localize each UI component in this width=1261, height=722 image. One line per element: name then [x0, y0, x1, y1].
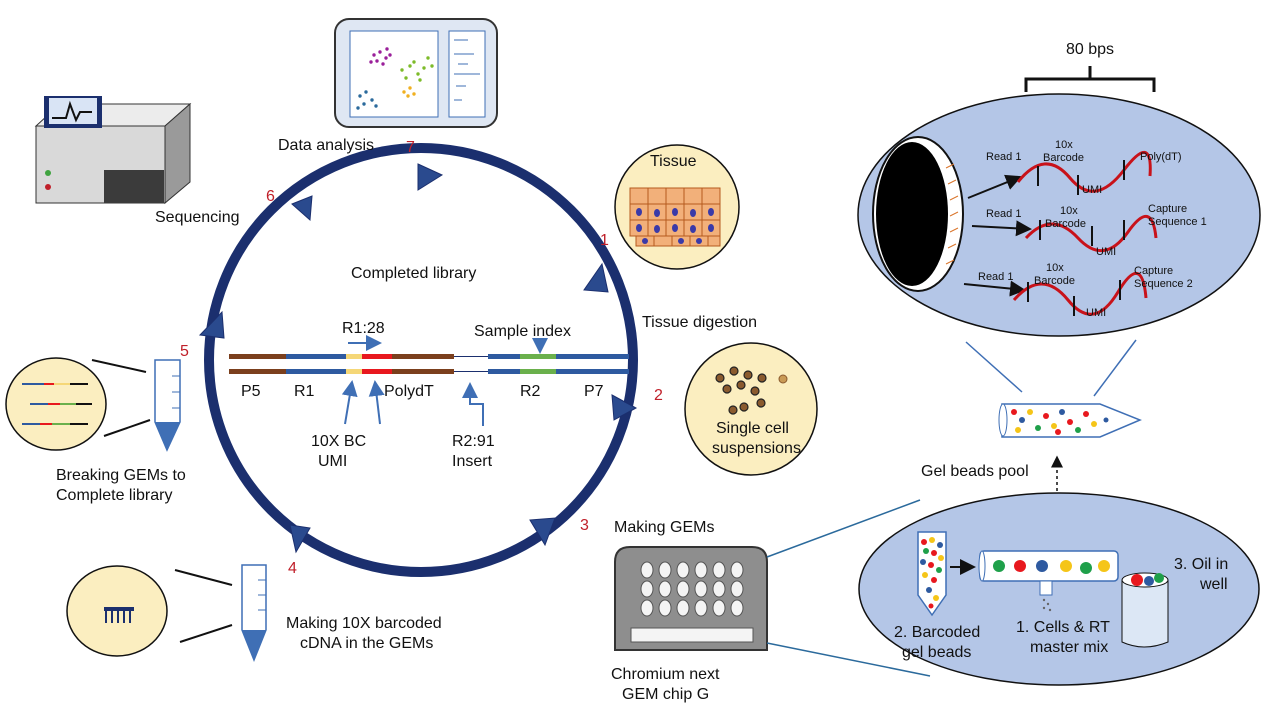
gel-bead-detail: 80 bps Read 1 10x Barcode UMI Poly(dT) — [857, 41, 1261, 337]
oligo-3-capture-line-1: Capture — [1134, 265, 1173, 277]
insert-label: R2:91 Insert — [452, 433, 499, 470]
barcode-umi-label: 10X BC UMI — [311, 433, 371, 470]
r1-length-label: R1:28 — [342, 320, 385, 337]
library-top-strand — [229, 354, 629, 359]
oligo-1-umi: UMI — [1082, 184, 1102, 196]
data-analysis-illustration — [334, 18, 498, 128]
oligo-2-barcode-line-2: Barcode — [1045, 218, 1086, 230]
cells-line-2: master mix — [1030, 639, 1108, 656]
gel-beads-pool-label: Gel beads pool — [921, 463, 1029, 480]
cycle-arrowhead — [291, 195, 313, 222]
step-number-3: 3 — [580, 517, 589, 534]
bc-line: 10X BC — [311, 433, 366, 450]
oligo-3-barcode-line-1: 10x — [1046, 262, 1064, 274]
chromium-chip — [614, 546, 768, 651]
umi-line: UMI — [318, 453, 347, 470]
oligo-3-read: Read 1 — [978, 271, 1013, 283]
oil-line-1: 3. Oil in — [1174, 556, 1228, 573]
single-cell-line-1: Single cell — [716, 420, 789, 437]
cycle-arrowhead — [198, 310, 225, 339]
cdna-line-2: cDNA in the GEMs — [300, 635, 433, 652]
sample-index-label: Sample index — [474, 323, 571, 340]
cycle-arrowhead — [529, 517, 556, 547]
segment-p5: P5 — [241, 383, 261, 400]
oligo-1-barcode: 10x Barcode — [1043, 139, 1084, 164]
oligo-1-read: Read 1 — [986, 151, 1021, 163]
step-number-5: 5 — [180, 343, 189, 360]
cdna-label: Making 10X barcoded cDNA in the GEMs — [286, 615, 446, 652]
step-number-6: 6 — [266, 188, 275, 205]
barcoded-beads-label: 2. Barcoded gel beads — [894, 624, 985, 661]
data-analysis-label: Data analysis — [278, 137, 374, 154]
step-number-4: 4 — [288, 560, 297, 577]
breaking-gems-illustration — [5, 357, 181, 452]
oligo-capture-2: Read 1 10x Barcode UMI Capture Sequence … — [963, 262, 1193, 319]
oligo-2-read: Read 1 — [986, 208, 1021, 220]
oligo-3-capture-line-2: Sequence 2 — [1134, 278, 1193, 290]
chip-line-1: Chromium next — [611, 666, 720, 683]
step-number-1: 1 — [600, 232, 609, 249]
cdna-gem-illustration — [66, 564, 267, 663]
tissue-label: Tissue — [650, 153, 697, 170]
oil-line-2: well — [1199, 576, 1228, 593]
oligo-2-capture-line-2: Sequence 1 — [1148, 216, 1207, 228]
oil-label: 3. Oil in well — [1174, 556, 1233, 593]
single-cell-label: Single cell suspensions — [712, 420, 801, 457]
step-number-2: 2 — [654, 387, 663, 404]
insert-line: Insert — [452, 453, 493, 470]
breaking-line-1: Breaking GEMs to — [56, 467, 186, 484]
oligo-capture-1: Read 1 10x Barcode UMI Capture Sequence … — [971, 203, 1207, 258]
cycle-arrowhead — [289, 524, 311, 554]
library-bottom-strand — [229, 369, 629, 374]
completed-library: Completed library R1:28 Sample index — [229, 265, 629, 470]
oligo-1-capture: Poly(dT) — [1140, 151, 1182, 163]
oligo-3-umi: UMI — [1086, 307, 1106, 319]
chip-label: Chromium next GEM chip G — [611, 666, 724, 703]
oligo-polydt: Read 1 10x Barcode UMI Poly(dT) — [967, 139, 1182, 199]
oligo-2-barcode: 10x Barcode — [1045, 205, 1086, 230]
tissue-illustration: Tissue — [614, 144, 740, 270]
beads-line-2: gel beads — [902, 644, 971, 661]
sequencer-illustration — [34, 96, 192, 205]
segment-r2: R2 — [520, 383, 541, 400]
workflow-cycle — [198, 143, 638, 577]
segment-polydt: PolydT — [384, 383, 434, 400]
making-gems-label: Making GEMs — [614, 519, 714, 536]
scale-label: 80 bps — [1066, 41, 1114, 58]
breaking-gems-label: Breaking GEMs to Complete library — [56, 467, 190, 504]
segment-p7: P7 — [584, 383, 604, 400]
chip-line-2: GEM chip G — [622, 686, 709, 703]
tissue-digestion-label: Tissue digestion — [642, 314, 757, 331]
cycle-arrowhead — [583, 262, 609, 293]
library-title: Completed library — [351, 265, 476, 282]
oligo-2-barcode-line-1: 10x — [1060, 205, 1078, 217]
oligo-2-capture: Capture Sequence 1 — [1148, 203, 1207, 228]
gem-detail — [858, 492, 1260, 686]
step-number-7: 7 — [406, 139, 415, 156]
sequencing-label: Sequencing — [155, 209, 240, 226]
oligo-2-umi: UMI — [1096, 246, 1116, 258]
r2-length-line: R2:91 — [452, 433, 495, 450]
oligo-2-capture-line-1: Capture — [1148, 203, 1187, 215]
oligo-1-barcode-line-1: 10x — [1055, 139, 1073, 151]
single-cell-line-2: suspensions — [712, 440, 801, 457]
oligo-3-barcode: 10x Barcode — [1034, 262, 1075, 287]
oligo-1-barcode-line-2: Barcode — [1043, 152, 1084, 164]
beads-line-1: 2. Barcoded — [894, 624, 980, 641]
breaking-line-2: Complete library — [56, 487, 172, 504]
cycle-arrowhead — [417, 163, 444, 191]
cycle-arrowhead — [611, 394, 638, 421]
oligo-3-barcode-line-2: Barcode — [1034, 275, 1075, 287]
cells-line-1: 1. Cells & RT — [1016, 619, 1110, 636]
cdna-line-1: Making 10X barcoded — [286, 615, 442, 632]
single-cell-illustration: Single cell suspensions — [684, 342, 818, 476]
cells-rt-label: 1. Cells & RT master mix — [1016, 619, 1114, 656]
segment-r1: R1 — [294, 383, 315, 400]
oligo-3-capture: Capture Sequence 2 — [1134, 265, 1193, 290]
gel-beads-pool-tube — [998, 403, 1142, 438]
